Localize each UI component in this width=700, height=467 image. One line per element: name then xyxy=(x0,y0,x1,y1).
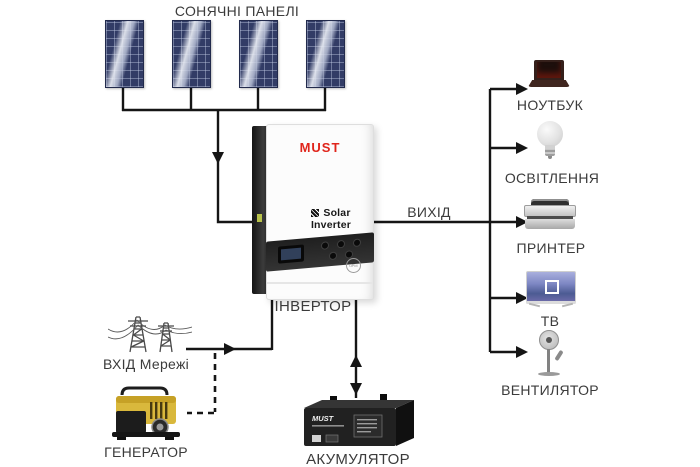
lightbulb-icon xyxy=(533,121,567,165)
load-label-tv: ТВ xyxy=(540,313,560,329)
power-tower-icon xyxy=(108,316,192,353)
solar-panel-icon xyxy=(239,20,278,88)
load-label-laptop: НОУТБУК xyxy=(516,97,584,113)
laptop-icon xyxy=(528,60,570,90)
load-label-fan: ВЕНТИЛЯТОР xyxy=(501,382,599,398)
inverter-button xyxy=(322,242,328,249)
inverter-brand-logo: MUST xyxy=(299,140,341,155)
svg-text:MUST: MUST xyxy=(312,414,335,423)
tv-icon xyxy=(526,271,576,309)
inverter-side-led xyxy=(257,214,262,222)
inverter-side-panel xyxy=(252,126,268,294)
inverter-button xyxy=(330,252,336,260)
printer-icon xyxy=(524,199,576,232)
fan-icon xyxy=(533,330,567,378)
title-solar-panels: СОНЯЧНІ ПАНЕЛІ xyxy=(174,3,300,19)
solar-panel-icon xyxy=(306,20,345,88)
output-label: ВИХІД xyxy=(407,204,451,220)
battery-icon: MUST xyxy=(304,394,414,446)
inverter-device-icon: MUST Solar Inverter uPM xyxy=(252,124,374,300)
inverter-label: ІНВЕРТОР xyxy=(274,298,352,315)
inverter-button xyxy=(338,240,344,248)
battery-label: АКУМУЛЯТОР xyxy=(306,451,410,467)
solar-panel-icon xyxy=(172,20,211,88)
generator-icon xyxy=(112,386,180,440)
inverter-lcd-display xyxy=(278,244,304,264)
inverter-model-text: Solar Inverter xyxy=(310,207,352,231)
generator-label: ГЕНЕРАТОР xyxy=(104,444,188,460)
inverter-button xyxy=(354,239,360,247)
load-label-printer: ПРИНТЕР xyxy=(516,240,586,256)
grid-input-label: ВХІД Мережі xyxy=(102,356,190,372)
inverter-logo-mark-icon xyxy=(311,209,320,217)
solar-panel-icon xyxy=(105,20,144,88)
inverter-badge: uPM xyxy=(346,258,361,273)
load-label-lighting: ОСВІТЛЕННЯ xyxy=(504,170,600,186)
inverter-front-panel: MUST Solar Inverter uPM xyxy=(266,124,374,300)
inverter-button xyxy=(346,251,352,258)
